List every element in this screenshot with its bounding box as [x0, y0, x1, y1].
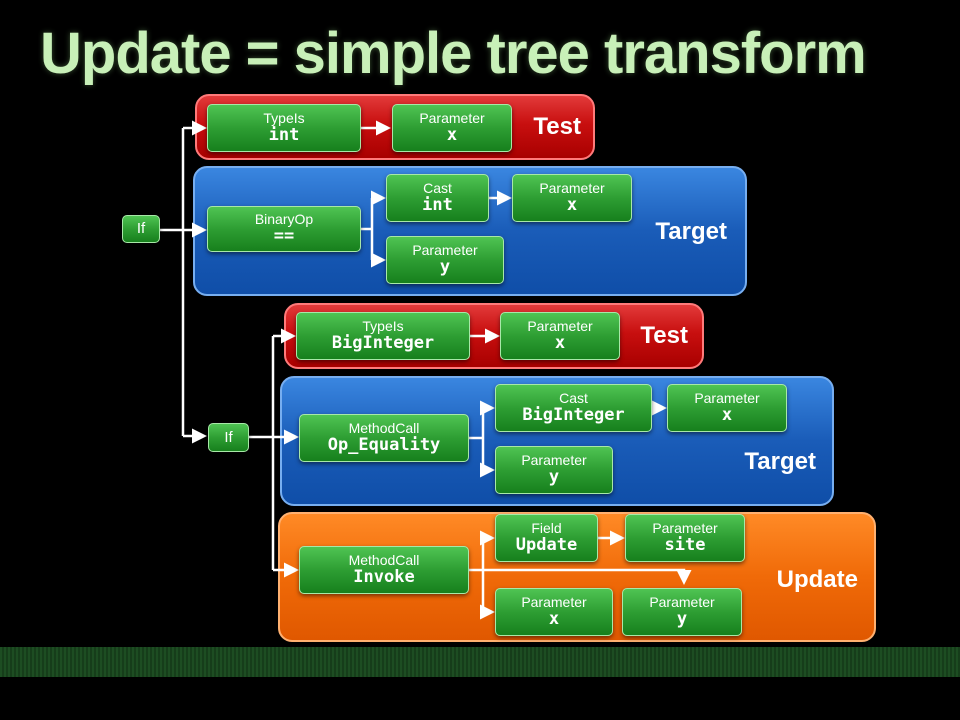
test-panel-1-label: Test — [533, 113, 581, 140]
parameter-node-x-target1: Parameter x — [512, 174, 632, 222]
connector-methodcall2-spine — [469, 538, 485, 612]
connector-if2-spine — [249, 336, 275, 570]
parameter-node-x-test2: Parameter x — [500, 312, 620, 360]
if-node-2: If — [208, 423, 249, 452]
target-panel-1-label: Target — [655, 218, 727, 245]
parameter-node-y-target1: Parameter y — [386, 236, 504, 284]
target-panel-2-label: Target — [744, 448, 816, 475]
connector-binaryop-spine — [361, 198, 374, 260]
typeis-node-biginteger: TypeIs BigInteger — [296, 312, 470, 360]
cast-node-biginteger: Cast BigInteger — [495, 384, 652, 432]
binaryop-node: BinaryOp == — [207, 206, 361, 252]
footer-band — [0, 647, 960, 677]
connector-if1-spine — [160, 128, 185, 436]
cast-node-int: Cast int — [386, 174, 489, 222]
parameter-node-site: Parameter site — [625, 514, 745, 562]
if-node-1: If — [122, 215, 160, 243]
connector-methodcall2-arg — [483, 568, 692, 585]
methodcall-node-invoke: MethodCall Invoke — [299, 546, 469, 594]
methodcall-node-op-equality: MethodCall Op_Equality — [299, 414, 469, 462]
typeis-node-int: TypeIs int — [207, 104, 361, 152]
update-panel-label: Update — [776, 566, 858, 593]
parameter-node-x-target2: Parameter x — [667, 384, 787, 432]
parameter-node-x-update: Parameter x — [495, 588, 613, 636]
slide-title: Update = simple tree transform — [40, 21, 867, 86]
test-panel-2-label: Test — [640, 322, 688, 349]
connector-methodcall1-spine — [469, 408, 485, 470]
field-node-update: Field Update — [495, 514, 598, 562]
parameter-node-y-update: Parameter y — [622, 588, 742, 636]
parameter-node-x-test1: Parameter x — [392, 104, 512, 152]
parameter-node-y-target2: Parameter y — [495, 446, 613, 494]
